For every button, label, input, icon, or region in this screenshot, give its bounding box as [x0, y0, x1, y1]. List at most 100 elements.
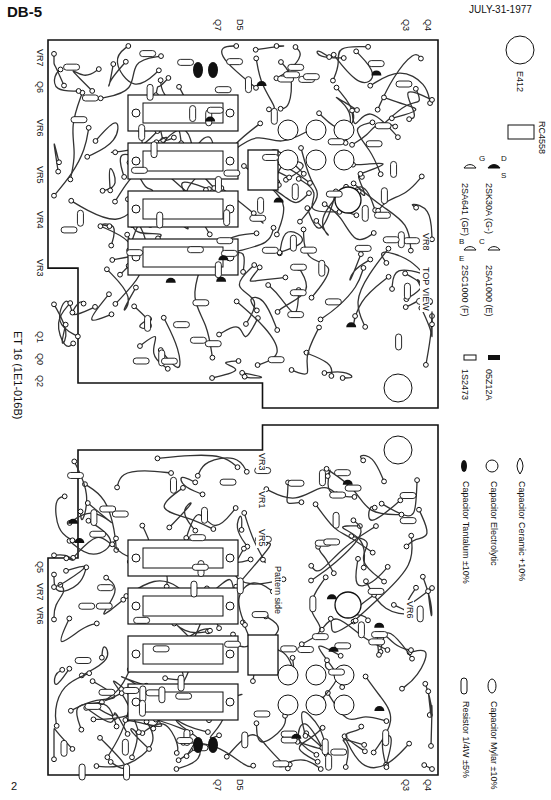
solder-pad	[205, 730, 210, 735]
solder-pad	[389, 116, 394, 121]
copper-trace	[256, 46, 284, 50]
resistor-symbol	[207, 107, 223, 113]
solder-pad	[111, 62, 116, 67]
solder-pad	[94, 764, 99, 769]
solder-pad	[379, 501, 384, 506]
pot-pin	[226, 650, 234, 658]
solder-pad	[414, 585, 419, 590]
resistor-symbol	[217, 238, 233, 244]
ic-package	[248, 150, 278, 190]
slide-pot	[128, 636, 238, 672]
transistor-outline	[488, 247, 500, 250]
solder-pad	[299, 146, 304, 151]
solder-pad	[325, 658, 330, 663]
solder-pad	[98, 96, 103, 101]
solder-pad	[363, 324, 368, 329]
solder-pad	[334, 85, 339, 90]
solder-pad	[353, 314, 358, 319]
resistor-symbol	[224, 210, 230, 226]
copper-trace	[54, 566, 85, 587]
resistor-symbol	[227, 59, 243, 65]
solder-pad	[70, 747, 75, 752]
solder-pad	[130, 755, 135, 760]
part-label: S	[500, 172, 507, 181]
copper-trace	[266, 488, 336, 499]
solder-pad	[107, 292, 112, 297]
solder-pad	[108, 188, 113, 193]
solder-pad	[235, 465, 240, 470]
resistor-symbol	[192, 564, 208, 570]
solder-pad	[177, 84, 182, 89]
copper-trace	[156, 720, 199, 761]
resistor-symbol	[375, 123, 391, 129]
solder-pad	[100, 188, 105, 193]
part-label: VR7	[34, 582, 44, 602]
resistor-symbol	[153, 646, 169, 652]
copper-trace	[356, 559, 388, 586]
solder-pad	[407, 117, 412, 122]
solder-pad	[331, 52, 336, 57]
solder-pad	[242, 374, 247, 379]
part-label: Q4	[422, 778, 432, 792]
resistor-symbol	[262, 247, 278, 253]
part-label: DB-5	[6, 4, 43, 21]
solder-pad	[67, 666, 72, 671]
solder-pad	[409, 533, 414, 538]
solder-pad	[317, 111, 322, 116]
solder-pad	[359, 724, 364, 729]
resistor-symbol	[61, 227, 77, 233]
legend-symbol	[517, 458, 523, 474]
solder-pad	[368, 83, 373, 88]
copper-trace	[239, 265, 254, 324]
resistor-symbol	[157, 212, 163, 228]
part-label: 05Z12A	[483, 368, 493, 402]
copper-trace	[382, 89, 419, 125]
transistor-body	[257, 81, 267, 86]
solder-pad	[104, 267, 109, 272]
solder-pad	[75, 334, 80, 339]
resistor-symbol	[161, 358, 177, 364]
resistor-symbol	[127, 250, 143, 256]
resistor-symbol	[145, 315, 151, 331]
solder-pad	[62, 494, 67, 499]
resistor-symbol	[381, 188, 387, 204]
solder-pad	[211, 527, 216, 532]
resistor-symbol	[324, 539, 340, 545]
solder-pad	[104, 575, 109, 580]
board-outline	[48, 425, 438, 775]
copper-trace	[378, 176, 422, 210]
transistor-body	[216, 277, 226, 282]
solder-pad	[275, 310, 280, 315]
solder-pad	[81, 301, 86, 306]
copper-trace	[239, 583, 273, 625]
transistor-outline	[464, 247, 476, 250]
solder-pad	[385, 648, 390, 653]
solder-pad	[52, 572, 57, 577]
solder-pad	[62, 83, 67, 88]
copper-trace	[219, 318, 258, 337]
solder-pad	[242, 164, 247, 169]
resistor-symbol	[326, 754, 332, 770]
solder-pad	[68, 708, 73, 713]
slide-pot	[143, 103, 223, 123]
solder-pad	[67, 616, 72, 621]
solder-pad	[377, 652, 382, 657]
resistor-symbol	[215, 262, 221, 278]
solder-pad	[338, 653, 343, 658]
copper-trace	[304, 229, 329, 297]
solder-pad	[261, 557, 266, 562]
part-label: VR3	[256, 452, 266, 472]
resistor-symbol	[91, 510, 97, 526]
part-label: VR8	[420, 232, 430, 252]
copper-trace	[298, 724, 322, 755]
part-label: JULY-31-1977	[468, 4, 533, 15]
electrolytic-capacitor	[278, 695, 298, 715]
solder-pad	[303, 733, 308, 738]
resistor-symbol	[151, 142, 157, 158]
electrolytic-capacitor	[278, 665, 298, 685]
solder-pad	[121, 597, 126, 602]
resistor-symbol	[301, 247, 317, 253]
solder-pad	[207, 232, 212, 237]
copper-trace	[423, 577, 432, 616]
copper-trace	[55, 673, 89, 726]
